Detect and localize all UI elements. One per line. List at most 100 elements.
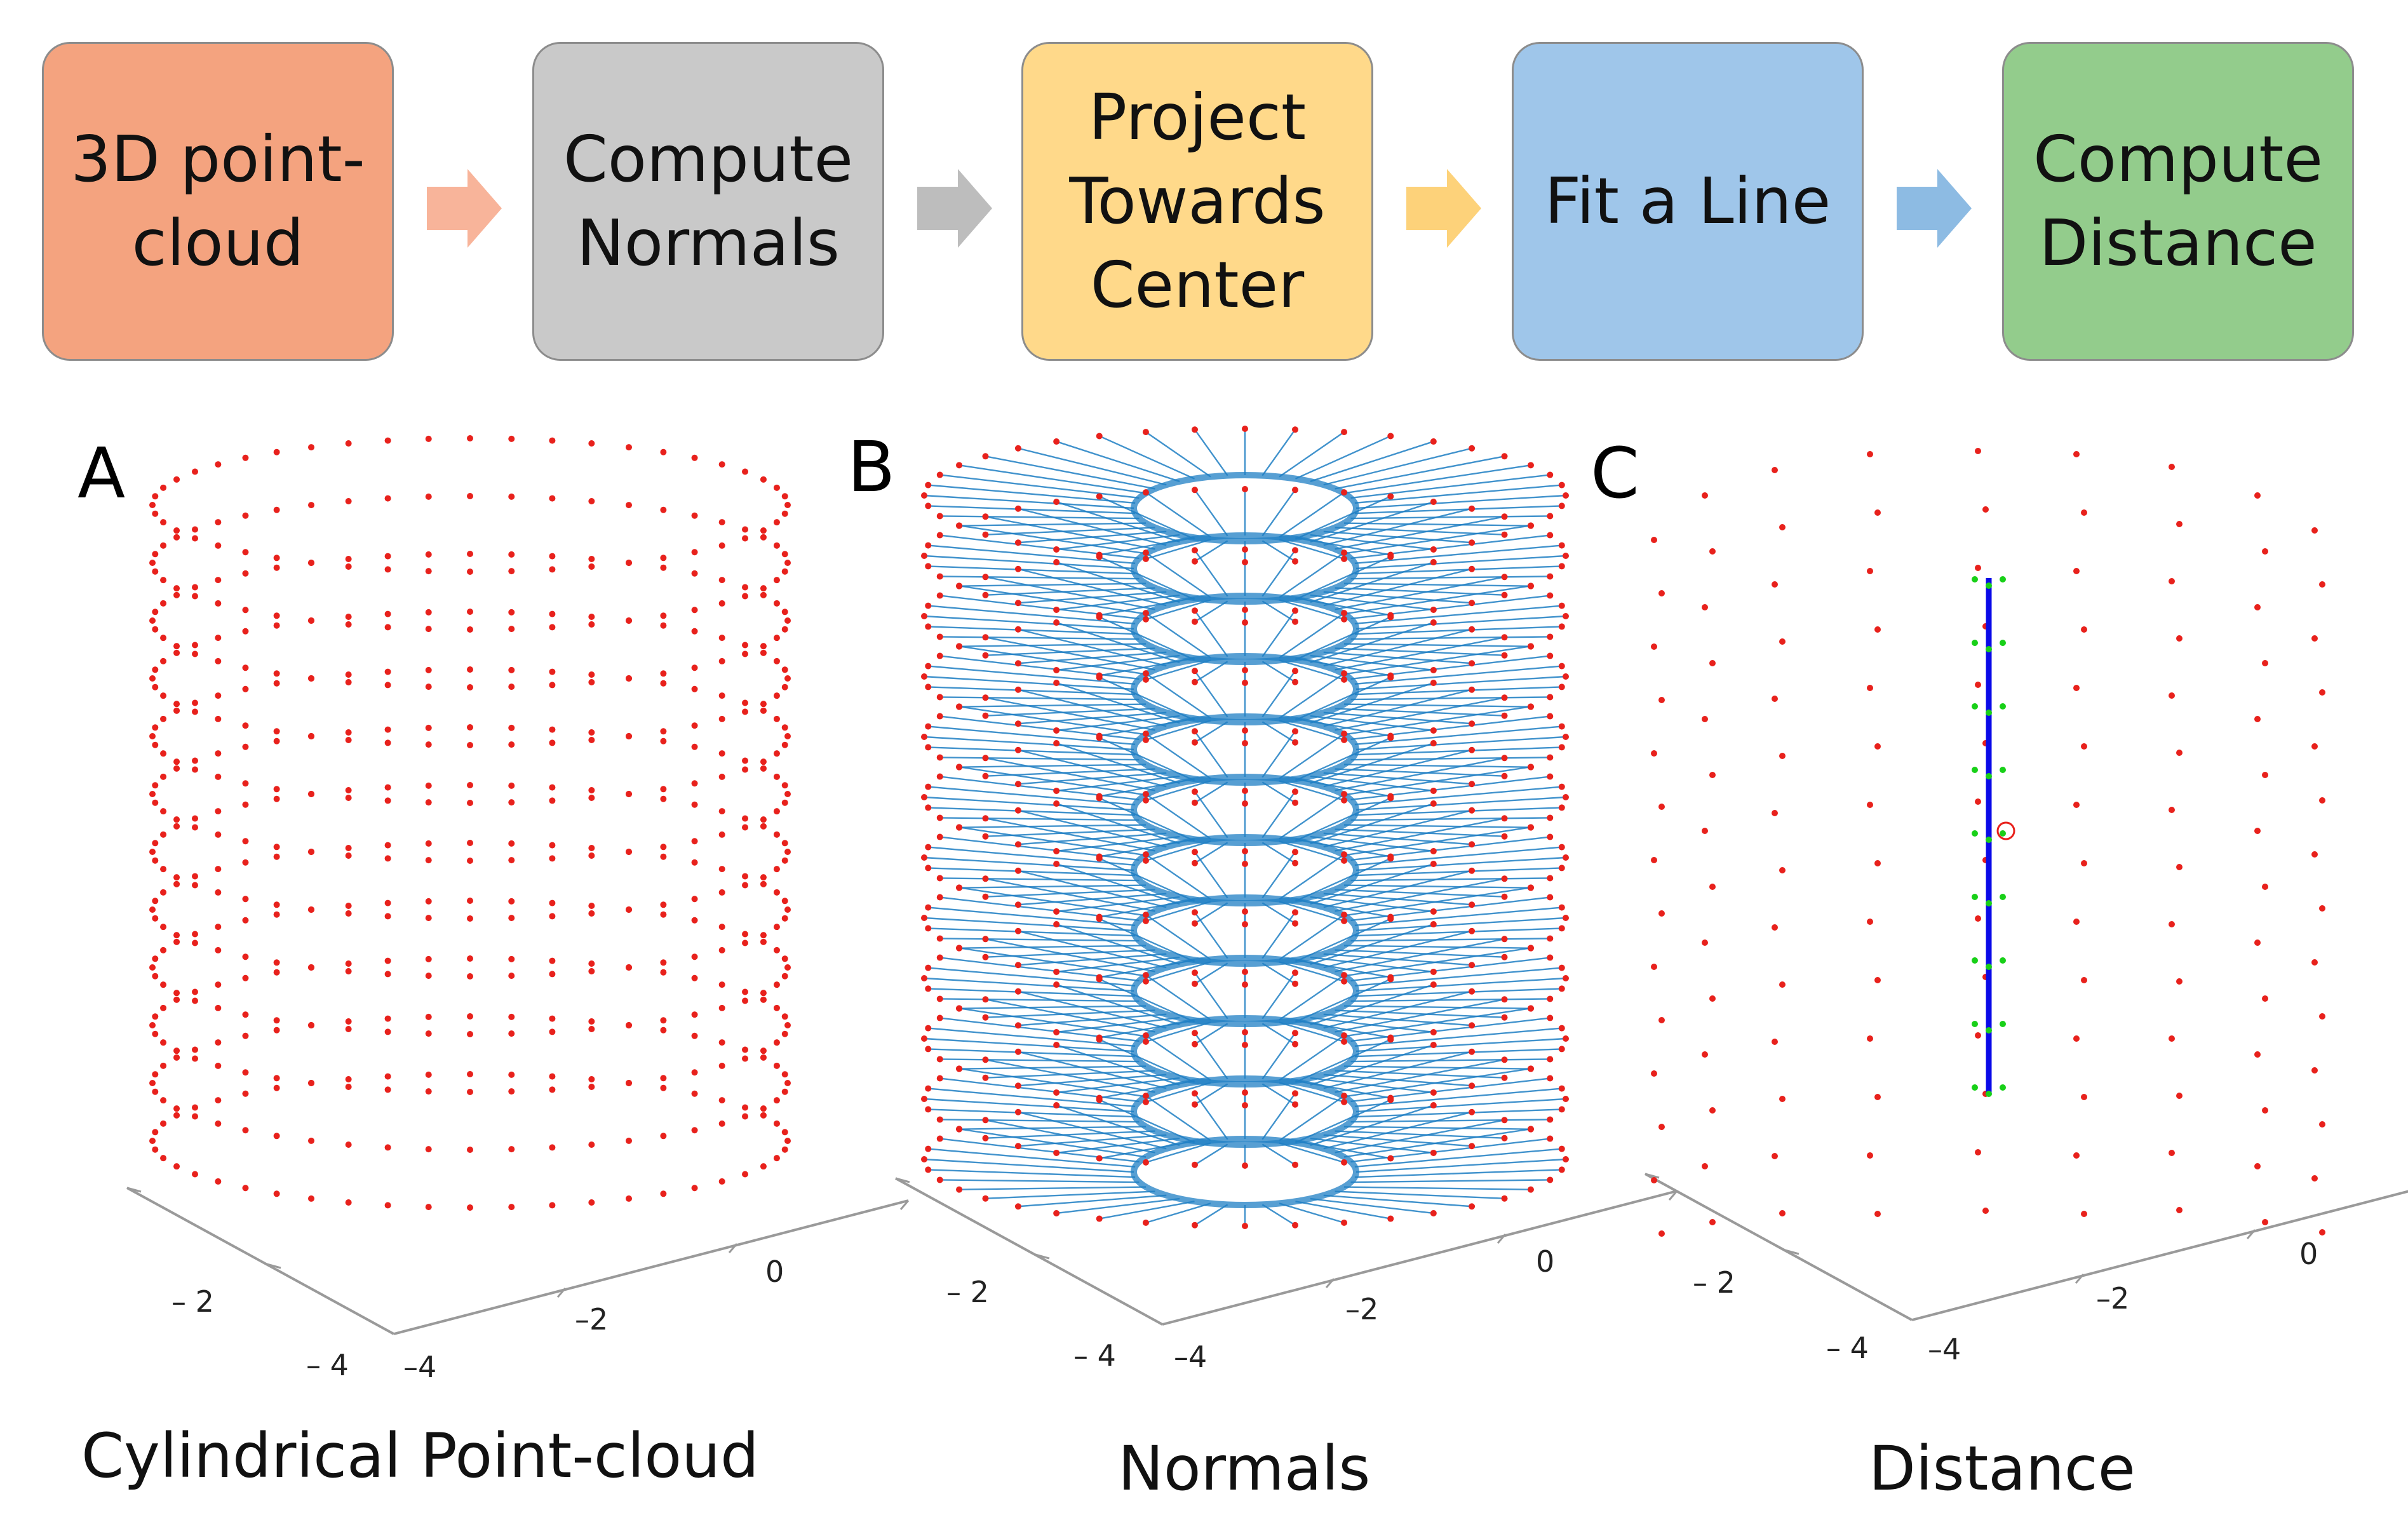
- point: [760, 649, 767, 656]
- normal-vector: [1323, 628, 1472, 667]
- normal-vector: [1343, 582, 1531, 587]
- point: [1053, 666, 1060, 673]
- normal-vector: [1350, 1138, 1550, 1163]
- point: [1469, 600, 1476, 607]
- point: [588, 679, 595, 686]
- point: [425, 724, 432, 731]
- point: [2073, 802, 2080, 808]
- point: [160, 1062, 167, 1069]
- point: [2262, 1219, 2268, 1225]
- point: [1547, 814, 1554, 821]
- point: [1527, 884, 1534, 891]
- point: [982, 591, 989, 598]
- point: [626, 675, 632, 682]
- point: [191, 988, 198, 995]
- point: [1563, 915, 1569, 921]
- point: [760, 1112, 767, 1119]
- point: [508, 493, 515, 500]
- point: [1547, 532, 1554, 539]
- normal-vector: [1354, 1108, 1562, 1118]
- point: [718, 692, 725, 699]
- point: [691, 628, 698, 635]
- axis-line: [393, 1199, 909, 1335]
- point: [215, 750, 222, 757]
- point: [1242, 1042, 1248, 1048]
- point: [425, 493, 432, 500]
- point: [384, 437, 391, 444]
- normal-vector: [1355, 917, 1566, 932]
- point: [956, 1126, 963, 1133]
- normal-vector: [1018, 628, 1167, 667]
- point: [1341, 670, 1348, 677]
- normal-vector: [1261, 1204, 1296, 1226]
- point: [345, 844, 352, 851]
- point: [549, 1144, 556, 1151]
- point: [1430, 1209, 1437, 1216]
- normal-vector: [924, 977, 1134, 992]
- projected-point: [1972, 830, 1978, 837]
- point: [384, 1202, 391, 1209]
- point: [691, 512, 698, 519]
- point: [467, 1147, 473, 1153]
- step-label: Compute Distance: [2033, 122, 2323, 280]
- point: [467, 493, 473, 499]
- normal-vector: [959, 582, 1147, 587]
- point: [1430, 499, 1437, 506]
- point: [1014, 927, 1021, 934]
- point: [215, 1004, 222, 1011]
- point: [1527, 643, 1534, 650]
- normal-vector: [1099, 918, 1195, 962]
- point: [242, 1032, 249, 1039]
- point: [1501, 815, 1508, 822]
- point: [1469, 1203, 1476, 1210]
- point: [956, 945, 963, 952]
- point: [1142, 731, 1149, 737]
- point: [2319, 1229, 2325, 1236]
- normal-vector: [1354, 505, 1562, 515]
- normal-vector: [1310, 440, 1434, 483]
- point: [742, 882, 749, 889]
- point: [588, 795, 595, 802]
- point: [773, 657, 780, 664]
- point: [173, 527, 180, 534]
- point: [1982, 1208, 1989, 1214]
- point: [173, 996, 180, 1003]
- point: [936, 935, 943, 942]
- point: [1709, 548, 1716, 555]
- normal-vector: [1056, 561, 1180, 603]
- point: [384, 726, 391, 733]
- point: [588, 968, 595, 975]
- point: [1547, 471, 1554, 478]
- point: [921, 854, 927, 861]
- point: [2169, 1150, 2175, 1156]
- normal-vector: [1323, 1111, 1472, 1150]
- point: [173, 585, 180, 592]
- point: [760, 938, 767, 945]
- point: [1014, 807, 1021, 814]
- normal-vector: [1343, 766, 1531, 796]
- point: [1469, 807, 1476, 814]
- normal-vector: [1261, 610, 1296, 657]
- point: [1242, 559, 1248, 565]
- point: [1563, 854, 1569, 861]
- tick-label: 0: [1536, 1244, 1554, 1279]
- normal-vector: [924, 615, 1134, 630]
- normal-vector: [1279, 539, 1345, 560]
- point: [160, 773, 167, 780]
- point: [718, 946, 725, 953]
- point: [215, 542, 222, 549]
- point: [982, 513, 989, 520]
- point: [2176, 750, 2183, 756]
- point: [781, 609, 788, 616]
- point: [425, 1013, 432, 1020]
- point: [691, 722, 698, 729]
- point: [718, 600, 725, 607]
- point: [1709, 995, 1716, 1002]
- point: [982, 833, 989, 840]
- point: [1291, 558, 1298, 565]
- point: [149, 560, 156, 566]
- normal-vector: [1056, 923, 1180, 966]
- normal-vector: [1343, 1068, 1531, 1098]
- projected-point: [1972, 957, 1978, 964]
- point: [1387, 795, 1394, 802]
